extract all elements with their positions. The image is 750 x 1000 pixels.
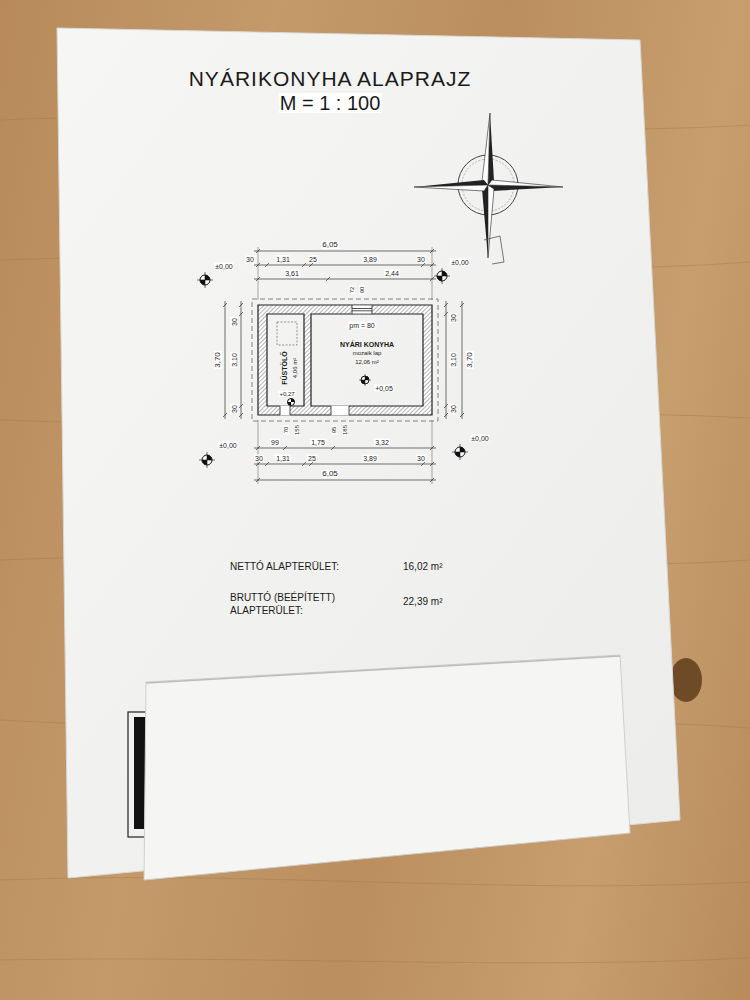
- dimension: 155: [294, 424, 300, 436]
- dimension: 72: [349, 286, 355, 295]
- dimension: 99: [270, 439, 280, 446]
- dimension: 70: [283, 426, 289, 435]
- dimension: 3,89: [362, 256, 378, 263]
- chimney-outline: [277, 322, 297, 345]
- area-value: 16,02 m²: [403, 562, 442, 572]
- dimension: 30: [231, 317, 238, 327]
- level-label: +0,27: [278, 391, 295, 397]
- dimension: 3,10: [450, 352, 457, 368]
- wall-hatch: [258, 305, 432, 415]
- wood-knot: [670, 658, 702, 702]
- room-kitchen: NYÁRI KONYHA mozaik lap 12,06 m²: [311, 314, 423, 406]
- area-value: 22,39 m²: [403, 597, 442, 607]
- drawing-title: NYÁRIKONYHA ALAPRAJZ: [189, 68, 472, 89]
- window-symbol: [352, 305, 372, 314]
- folded-paper: [144, 655, 630, 880]
- roof-outline: [252, 299, 438, 421]
- dimension: 3,10: [231, 352, 238, 368]
- area-label: BRUTTÓ (BEÉPÍTETT) ALAPTERÜLET:: [230, 592, 355, 617]
- dimension: 3,70: [214, 351, 222, 369]
- level-label: ±0,00: [218, 442, 237, 449]
- dimension: 6,05: [321, 241, 339, 249]
- dimension: 25: [308, 256, 318, 263]
- room-area: 12,06 m²: [355, 359, 379, 365]
- dimension: 1,31: [275, 455, 291, 462]
- level-label: +0,05: [374, 385, 394, 392]
- dimension: 30: [450, 313, 457, 323]
- dimension: 3,61: [284, 270, 300, 277]
- north-compass: [414, 113, 563, 264]
- dimension: 30: [416, 256, 426, 263]
- dimension: 90: [359, 286, 365, 295]
- level-marker: [197, 268, 468, 468]
- room-name: NYÁRI KONYHA: [340, 341, 394, 348]
- dimension: 1,75: [310, 439, 326, 446]
- dimension: 30: [231, 404, 238, 414]
- window-label: pm = 80: [348, 322, 376, 329]
- dimension: 3,70: [466, 351, 474, 369]
- dimension: 1,31: [275, 256, 291, 263]
- fold-edge: [146, 656, 620, 683]
- door-opening: [280, 406, 349, 416]
- room-name: FÜSTÖLŐ: [281, 351, 288, 384]
- area-label: NETTÓ ALAPTERÜLET:: [230, 562, 339, 572]
- room-area: 4,06 m²: [292, 358, 298, 378]
- dimension: 25: [307, 455, 317, 462]
- dimension-lines: [223, 247, 464, 484]
- dimension: 95: [331, 426, 337, 435]
- dimension: 3,89: [362, 455, 378, 462]
- dimension: 185: [342, 424, 348, 436]
- dimension: 30: [416, 455, 426, 462]
- floor-finish: mozaik lap: [353, 350, 382, 356]
- level-label: ±0,00: [470, 435, 489, 442]
- dimension: 30: [245, 256, 255, 263]
- dimension: 30: [450, 404, 457, 414]
- scale-label: M = 1 : 100: [279, 93, 382, 113]
- dimension: 3,32: [374, 439, 390, 446]
- room-smoker: FÜSTÖLŐ 4,06 m²: [267, 314, 304, 406]
- level-label: ±0,00: [450, 259, 469, 266]
- dimension: 2,44: [384, 270, 400, 277]
- dimension: 6,05: [321, 470, 339, 478]
- dimension: 30: [254, 455, 264, 462]
- level-label: ±0,00: [214, 263, 233, 270]
